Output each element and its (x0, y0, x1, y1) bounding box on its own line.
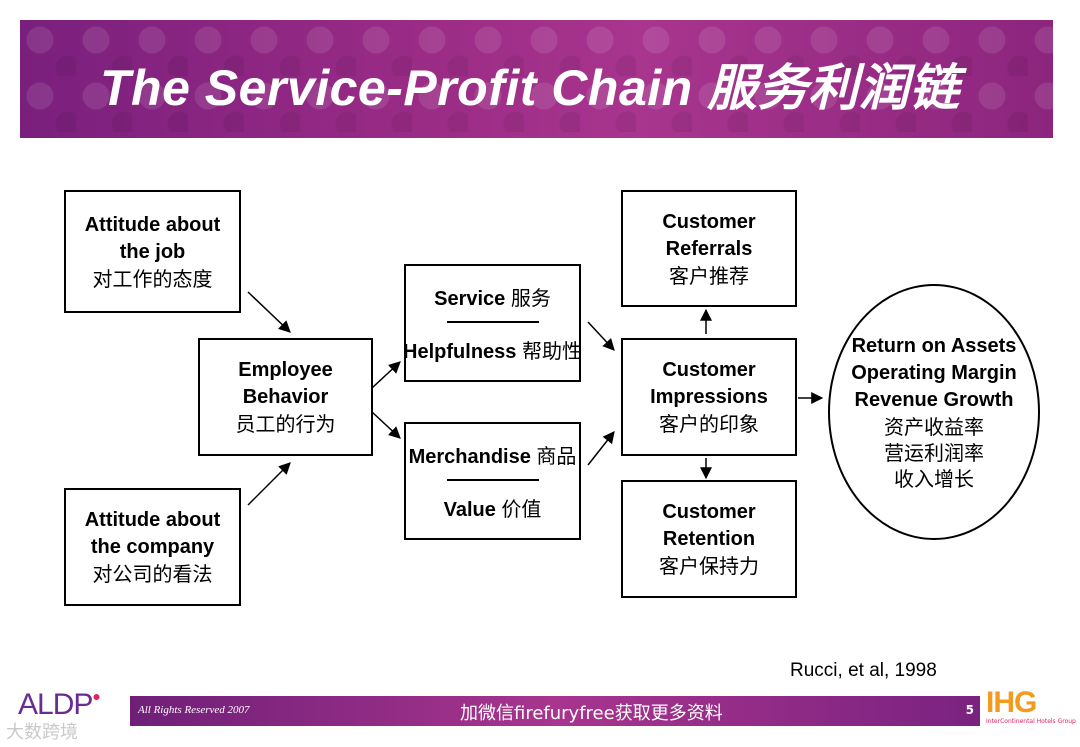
merchandise-zh: 商品 (536, 444, 577, 468)
merchandise-line: Merchandise 商品 (409, 440, 577, 469)
customer-impressions-zh: 客户的印象 (659, 412, 759, 436)
attitude-company-box: Attitude about the company 对公司的看法 (64, 488, 241, 606)
service-zh: 服务 (510, 286, 551, 310)
arrow-company-to-behavior (247, 462, 291, 506)
merchandise-divider (446, 479, 539, 481)
arrow-behavior-to-service (371, 361, 401, 389)
citation: Rucci, et al, 1998 (790, 660, 937, 681)
ihg-logo-mark: IHG (986, 686, 1037, 719)
ihg-logo-sub: InterContinental Hotels Group (986, 718, 1076, 725)
value-zh: 价值 (501, 497, 542, 521)
outcome-operating-margin-zh: 营运利润率 (884, 440, 984, 465)
attitude-company-zh: 对公司的看法 (92, 562, 213, 586)
outcome-operating-margin: Operating Margin (851, 361, 1017, 384)
outcome-return-on-assets-zh: 资产收益率 (884, 414, 984, 439)
ihg-logo: IHG InterContinental Hotels Group (986, 686, 1076, 728)
employee-behavior-zh: 员工的行为 (235, 412, 336, 436)
helpfulness-en: Helpfulness (403, 341, 517, 363)
arrow-behavior-to-merchandise (371, 411, 401, 439)
customer-impressions-box: Customer Impressions 客户的印象 (621, 338, 797, 456)
customer-retention-box: Customer Retention 客户保持力 (621, 480, 797, 598)
arrow-job-to-behavior (247, 291, 291, 333)
arrow-service-to-impressions (587, 321, 615, 351)
header-banner: The Service-Profit Chain 服务利润链 (20, 20, 1053, 138)
helpfulness-zh: 帮助性 (521, 339, 582, 363)
customer-impressions-en: Customer Impressions (650, 359, 768, 408)
page-number: 5 (965, 703, 974, 717)
aldp-logo-text: ALDP (18, 688, 93, 721)
watermark: 大数跨境 (6, 722, 78, 743)
employee-behavior-en: Employee Behavior (238, 359, 333, 408)
attitude-job-en: Attitude about the job (84, 213, 221, 263)
page-title: The Service-Profit Chain 服务利润链 (100, 60, 960, 116)
footer-rights: All Rights Reserved 2007 (138, 704, 250, 716)
footer-promo: 加微信firefuryfree获取更多资料 (460, 703, 723, 724)
value-en: Value (443, 499, 496, 521)
customer-retention-en: Customer Retention (662, 501, 756, 550)
value-line: Value 价值 (444, 493, 542, 522)
customer-retention-zh: 客户保持力 (659, 554, 759, 578)
merchandise-box: Merchandise 商品 Value 价值 (404, 422, 581, 540)
outcomes-ellipse: Return on Assets Operating Margin Revenu… (828, 284, 1040, 540)
helpfulness-line: Helpfulness 帮助性 (403, 335, 582, 364)
service-line: Service 服务 (434, 282, 551, 311)
attitude-company-en: Attitude about the company (84, 509, 221, 558)
customer-referrals-en: Customer Referrals (662, 210, 756, 260)
aldp-logo-dots-icon: ● (92, 688, 101, 704)
merchandise-en: Merchandise (408, 446, 531, 468)
attitude-job-zh: 对工作的态度 (92, 266, 213, 291)
customer-referrals-zh: 客户推荐 (669, 263, 749, 288)
aldp-logo: ALDP● (18, 688, 101, 722)
outcome-revenue-growth: Revenue Growth (854, 388, 1014, 411)
attitude-job-box: Attitude about the job 对工作的态度 (64, 190, 241, 313)
employee-behavior-box: Employee Behavior 员工的行为 (198, 338, 373, 456)
outcome-return-on-assets: Return on Assets (851, 334, 1017, 357)
footer-bar: All Rights Reserved 2007 加微信firefuryfree… (130, 696, 980, 726)
service-box: Service 服务 Helpfulness 帮助性 (403, 264, 582, 382)
service-divider (446, 321, 539, 323)
customer-referrals-box: Customer Referrals 客户推荐 (621, 190, 797, 307)
service-en: Service (434, 288, 506, 310)
arrow-merchandise-to-impressions (587, 431, 615, 466)
outcome-revenue-growth-zh: 收入增长 (894, 466, 974, 491)
